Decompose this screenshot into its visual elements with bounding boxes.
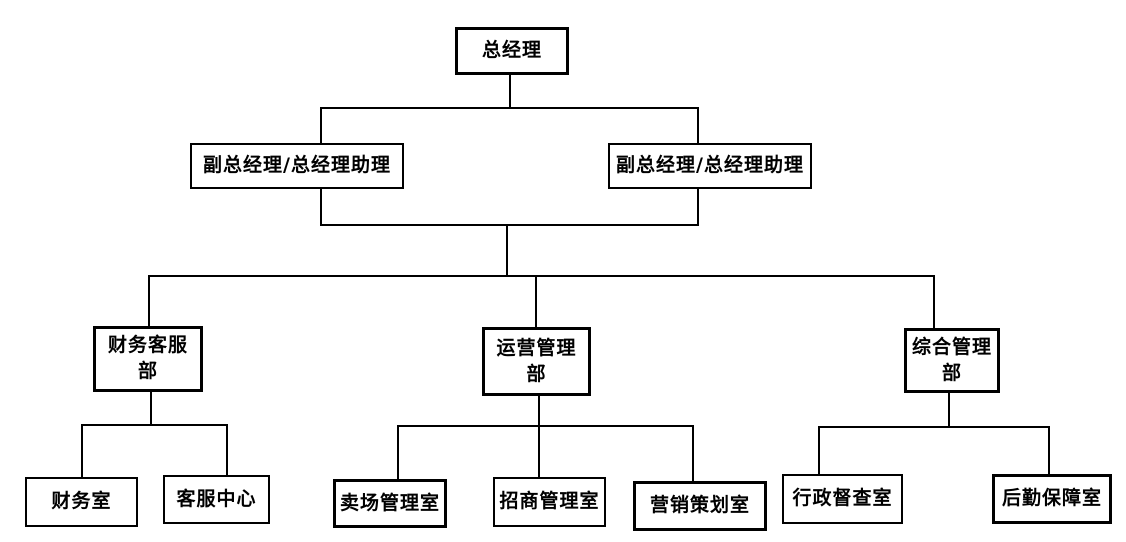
node-label: 财务客服 [107, 334, 188, 357]
node-marketing-planning-office: 营销策划室 [633, 481, 767, 531]
node-merchant-management-office: 招商管理室 [493, 477, 606, 527]
connector-line [81, 424, 228, 426]
node-deputy-gm-left: 副总经理/总经理助理 [190, 143, 404, 189]
connector-line [148, 275, 150, 328]
node-label: 部 [526, 362, 547, 385]
node-finance-customer-service-dept: 财务客服部 [93, 326, 203, 392]
connector-line [933, 275, 935, 330]
node-operations-management-dept: 运营管理部 [482, 327, 591, 396]
node-store-management-office: 卖场管理室 [333, 479, 447, 528]
connector-line [697, 189, 699, 226]
node-finance-office: 财务室 [25, 477, 138, 527]
connector-line [506, 224, 508, 277]
node-general-management-dept: 综合管理部 [904, 328, 1000, 393]
node-label: 副总经理/总经理助理 [616, 154, 804, 177]
node-label: 运营管理 [496, 336, 577, 359]
node-label: 招商管理室 [499, 490, 600, 513]
connector-line [397, 425, 694, 427]
connector-line [948, 393, 950, 428]
connector-line [818, 426, 1050, 428]
connector-line [818, 426, 820, 476]
node-label: 总经理 [481, 39, 542, 62]
connector-line [150, 392, 152, 426]
node-label: 综合管理 [911, 335, 992, 358]
node-label: 副总经理/总经理助理 [203, 154, 391, 177]
node-label: 部 [941, 361, 962, 384]
connector-line [148, 275, 935, 277]
connector-line [509, 75, 511, 109]
node-label: 卖场管理室 [339, 491, 440, 514]
node-label: 部 [137, 360, 158, 382]
node-admin-supervision-office: 行政督查室 [782, 474, 903, 524]
connector-line [397, 425, 399, 481]
connector-line [81, 424, 83, 479]
node-deputy-gm-right: 副总经理/总经理助理 [608, 143, 812, 189]
connector-line [226, 424, 228, 477]
node-label: 财务室 [51, 490, 112, 513]
node-label: 营销策划室 [649, 494, 750, 517]
connector-line [320, 224, 699, 226]
connector-line [697, 107, 699, 145]
connector-line [1048, 426, 1050, 476]
node-label: 客服中心 [176, 487, 257, 510]
connector-line [320, 107, 699, 109]
node-label: 行政督查室 [792, 487, 893, 510]
connector-line [320, 107, 322, 145]
node-customer-service-center: 客服中心 [163, 475, 270, 524]
connector-line [538, 396, 540, 479]
connector-line [535, 275, 537, 329]
node-label: 后勤保障室 [1001, 487, 1102, 510]
connector-line [692, 425, 694, 483]
connector-line [320, 189, 322, 226]
node-general-manager: 总经理 [455, 27, 569, 75]
node-logistics-support-office: 后勤保障室 [992, 474, 1112, 524]
